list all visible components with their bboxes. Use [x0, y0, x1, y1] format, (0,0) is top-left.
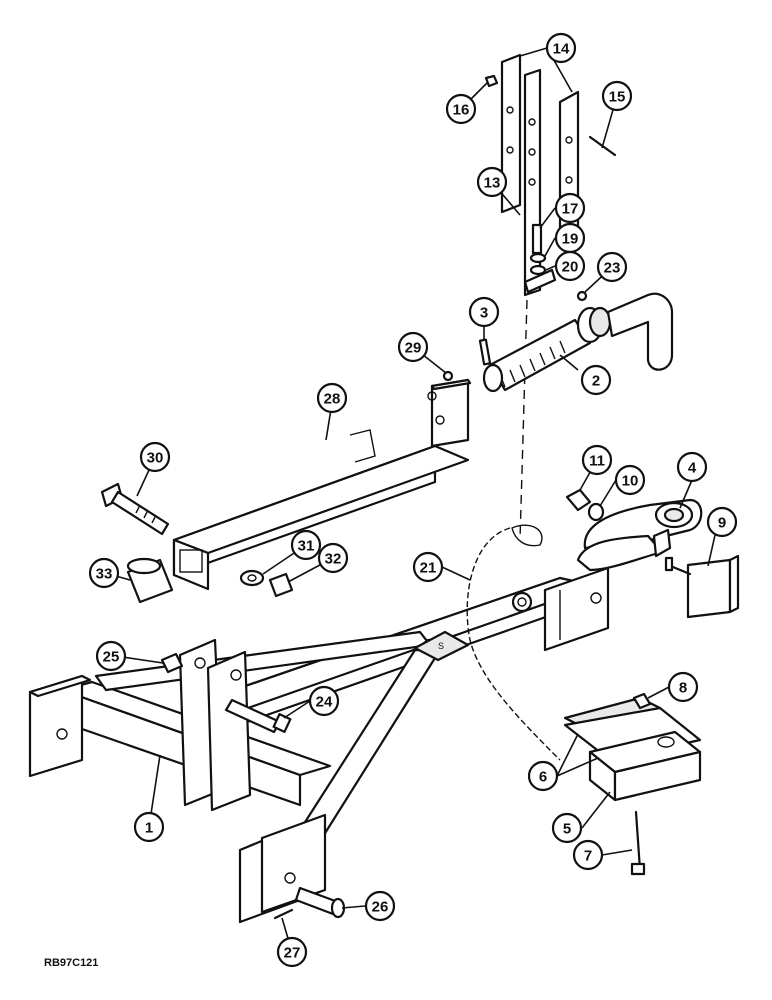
svg-text:17: 17: [562, 201, 579, 218]
callout-31: 31: [290, 529, 322, 561]
callout-4: 4: [676, 451, 708, 483]
svg-text:30: 30: [147, 450, 164, 467]
svg-text:4: 4: [688, 460, 697, 477]
svg-text:10: 10: [622, 473, 639, 490]
callout-25: 25: [95, 640, 127, 672]
callout-5: 5: [551, 812, 583, 844]
svg-text:23: 23: [604, 260, 621, 277]
svg-text:28: 28: [324, 391, 341, 408]
svg-text:15: 15: [609, 89, 626, 106]
callout-24: 24: [308, 685, 340, 717]
callout-6: 6: [527, 760, 559, 792]
svg-text:6: 6: [539, 769, 547, 786]
svg-text:25: 25: [103, 649, 120, 666]
svg-text:9: 9: [718, 515, 726, 532]
jack-screw: [482, 292, 674, 393]
svg-text:2: 2: [592, 373, 600, 390]
callout-7: 7: [572, 839, 604, 871]
callout-1: 1: [133, 811, 165, 843]
leader-lines: [104, 47, 719, 953]
hitch-clevis: [565, 488, 703, 572]
callout-14: 14: [545, 32, 577, 64]
extension-tube: [172, 378, 472, 591]
svg-text:32: 32: [325, 551, 342, 568]
callout-32: 32: [317, 542, 349, 574]
svg-text:14: 14: [553, 41, 570, 58]
callout-23: 23: [596, 251, 628, 283]
callout-13: 13: [476, 166, 508, 198]
figure-reference-code: RB97C121: [44, 957, 99, 969]
callout-33: 33: [88, 557, 120, 589]
svg-text:27: 27: [284, 945, 301, 962]
callout-29: 29: [397, 331, 429, 363]
svg-text:24: 24: [316, 694, 333, 711]
svg-text:1: 1: [145, 820, 153, 837]
svg-text:S: S: [438, 641, 444, 651]
svg-text:19: 19: [562, 231, 579, 248]
svg-text:21: 21: [420, 560, 437, 577]
callout-30: 30: [139, 441, 171, 473]
svg-text:8: 8: [679, 680, 687, 697]
callout-9: 9: [706, 506, 738, 538]
svg-text:33: 33: [96, 566, 113, 583]
svg-text:29: 29: [405, 340, 422, 357]
svg-text:7: 7: [584, 848, 592, 865]
svg-text:13: 13: [484, 175, 501, 192]
callout-11: 11: [581, 444, 613, 476]
callout-16: 16: [445, 93, 477, 125]
callout-20: 20: [554, 250, 586, 282]
callout-17: 17: [554, 192, 586, 224]
alignment-centerline: [519, 299, 528, 541]
svg-text:26: 26: [372, 899, 389, 916]
callout-2: 2: [580, 364, 612, 396]
plate-bolt: [664, 554, 740, 619]
callout-3: 3: [468, 296, 500, 328]
hardware: [100, 74, 617, 920]
svg-text:3: 3: [480, 305, 488, 322]
callout-26: 26: [364, 890, 396, 922]
callout-21: 21: [412, 551, 444, 583]
svg-text:5: 5: [563, 821, 571, 838]
svg-text:20: 20: [562, 259, 579, 276]
svg-text:11: 11: [589, 453, 605, 470]
safety-chain: [466, 524, 561, 761]
callout-15: 15: [601, 80, 633, 112]
callout-27: 27: [276, 936, 308, 968]
callout-19: 19: [554, 222, 586, 254]
drawbar-clamp: [563, 692, 702, 876]
main-frame: S: [28, 566, 610, 924]
callout-8: 8: [667, 671, 699, 703]
svg-text:31: 31: [298, 538, 315, 555]
callout-10: 10: [614, 464, 646, 496]
callout-28: 28: [316, 382, 348, 414]
svg-text:16: 16: [453, 102, 470, 119]
